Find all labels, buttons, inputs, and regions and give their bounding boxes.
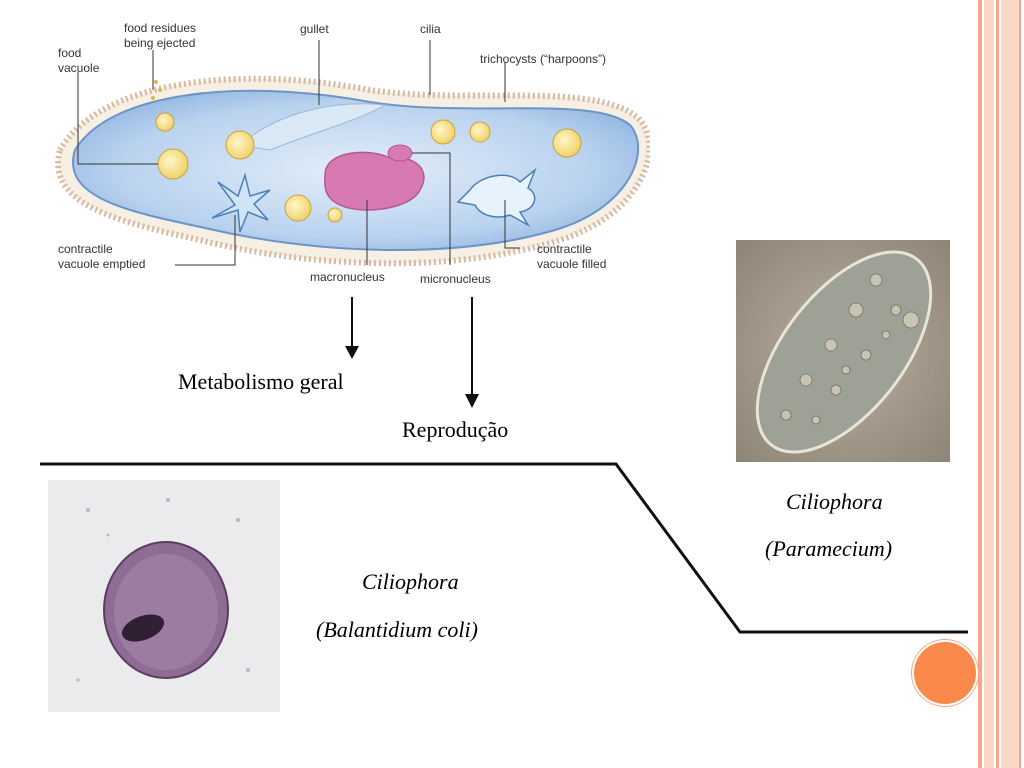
caption-balantidium-line1: Ciliophora <box>362 569 459 594</box>
residue-dot <box>154 80 158 84</box>
label-food-vacuole: food vacuole <box>58 46 100 75</box>
decor-stripe-3 <box>996 0 999 768</box>
decor-stripe-2 <box>984 0 994 768</box>
contractile-vacuole-filled <box>456 167 537 228</box>
decor-orange-circle <box>912 640 978 706</box>
arrow-head-macronucleus <box>345 346 359 359</box>
paramecium-diagram <box>55 40 650 267</box>
label-cilia: cilia <box>420 22 441 36</box>
food-vacuole <box>430 119 456 145</box>
label-trichocysts: trichocysts (“harpoons”) <box>480 52 607 66</box>
macronucleus <box>323 151 425 211</box>
caption-paramecium-line2: (Paramecium) <box>765 536 893 561</box>
label-contractile-emptied: contractile vacuole emptied <box>58 242 146 271</box>
cell-granules <box>780 273 920 425</box>
paramecium-micrograph <box>736 240 950 462</box>
balantidium-cytoplasm <box>114 554 218 670</box>
food-vacuole <box>225 130 255 160</box>
arrow-head-micronucleus <box>465 394 479 408</box>
food-vacuole <box>155 112 175 132</box>
residue-dot <box>158 88 162 92</box>
food-vacuole <box>552 128 582 158</box>
food-vacuole <box>469 121 491 143</box>
food-vacuole <box>284 194 312 222</box>
label-micronucleus: micronucleus <box>420 272 491 286</box>
label-food-residues: food residues being ejected <box>124 21 197 50</box>
label-contractile-filled: contractile vacuole filled <box>537 242 607 271</box>
label-macronucleus: macronucleus <box>310 270 385 284</box>
decor-stripe-1 <box>978 0 982 768</box>
leader-lines <box>77 40 520 266</box>
food-vacuole <box>327 207 343 223</box>
residue-dot <box>151 96 155 100</box>
divider-line <box>40 462 968 634</box>
caption-paramecium-line1: Ciliophora <box>786 489 883 514</box>
decor-stripe-4 <box>1001 0 1019 768</box>
decor-stripe-5 <box>1019 0 1021 768</box>
micronucleus-function: Reprodução <box>402 417 509 442</box>
balantidium-macronucleus <box>121 614 165 642</box>
caption-balantidium-line2: (Balantidium coli) <box>316 617 478 642</box>
label-gullet: gullet <box>300 22 329 36</box>
gullet <box>238 103 387 151</box>
contractile-vacuole-emptied <box>211 172 271 233</box>
paramecium-cell <box>755 250 933 454</box>
macronucleus-function: Metabolismo geral <box>178 369 344 394</box>
background-debris <box>76 498 250 682</box>
balantidium-micrograph <box>48 480 280 712</box>
